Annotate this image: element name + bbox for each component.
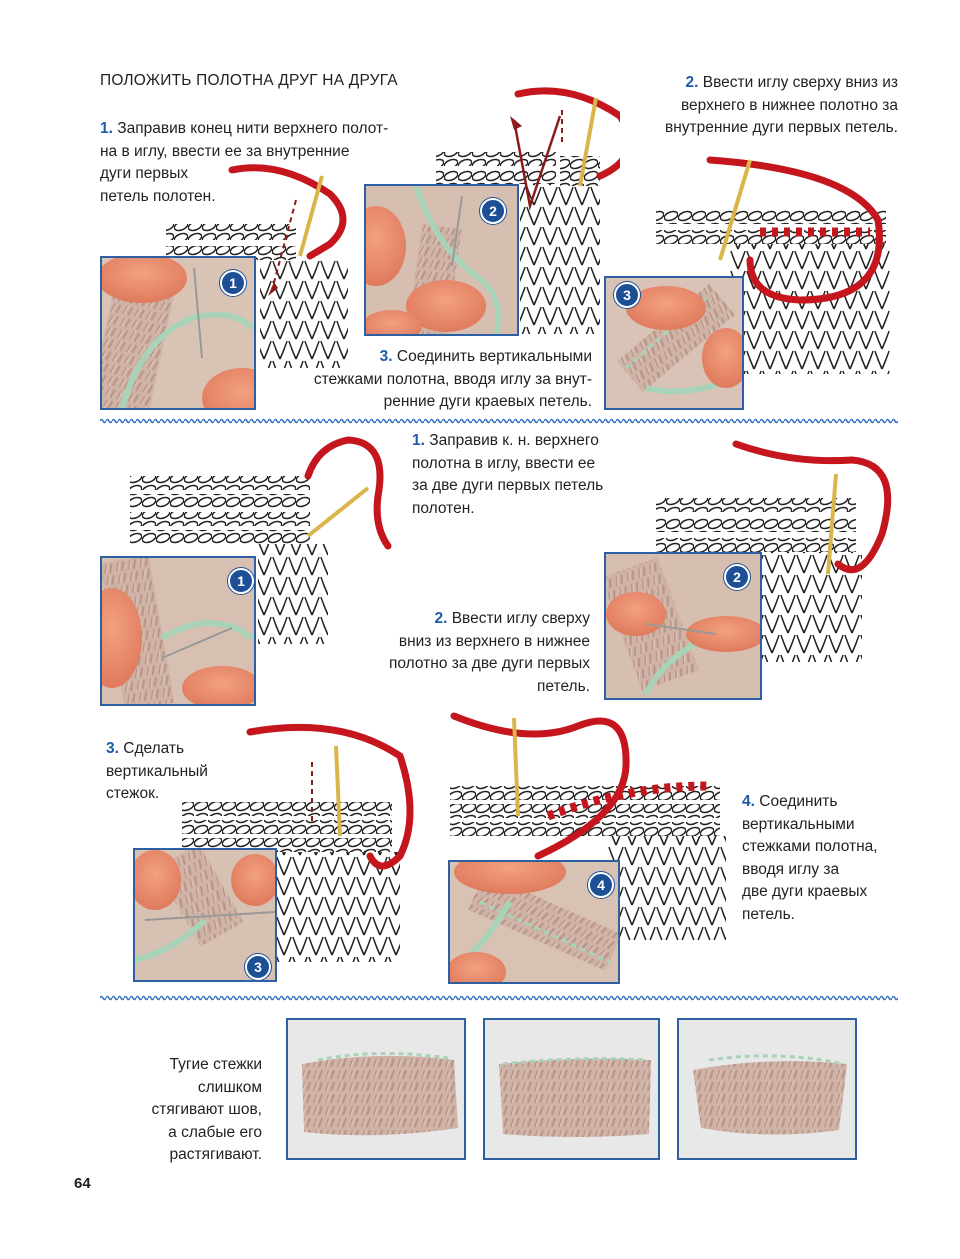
s2-step2-text: 2. Ввести иглу сверху вниз из верхнего в… [360, 608, 590, 698]
step-badge: 4 [588, 872, 614, 898]
knit-diagram-e [656, 440, 892, 662]
step-badge: 1 [228, 568, 254, 594]
knit-diagram-d [130, 436, 392, 644]
photo-s1-step1: 1 [100, 256, 256, 410]
s2-step3-text: 3. Сделать вертикальный стежок. [106, 738, 246, 806]
text-line: Заправив конец нити верхнего полот- [117, 120, 389, 137]
step-badge: 1 [220, 270, 246, 296]
sample-photo-loose [677, 1018, 857, 1160]
text-line: верхнего в нижнее полотно за [680, 96, 898, 114]
text-line: петель полотен. [100, 187, 216, 205]
text-line: на в иглу, ввести ее за внутренние [100, 142, 350, 160]
step-number: 3. [106, 740, 119, 757]
text-line: вводя иглу за [742, 860, 840, 878]
text-line: Соединить [759, 793, 838, 810]
photo-s2-step4: 4 [448, 860, 620, 984]
text-line: Ввести иглу сверху вниз из [702, 74, 898, 91]
photo-s2-step1: 1 [100, 556, 256, 706]
text-line: вертикальными [742, 815, 855, 833]
text-line: стежками полотна, [742, 838, 878, 855]
knit-diagram-b [436, 87, 620, 334]
text-line: Соединить вертикальными [396, 348, 592, 365]
text-line: стежок. [106, 785, 160, 802]
step-number: 1. [412, 432, 425, 449]
photo-s1-step2: 2 [364, 184, 519, 336]
knit-diagram-g [450, 712, 726, 940]
tension-note: Тугие стежки слишком стягивают шов, а сл… [120, 1054, 262, 1167]
text-line: ренние дуги краевых петель. [383, 393, 592, 410]
text-line: вниз из верхнего в нижнее [398, 632, 590, 650]
step-badge: 2 [480, 198, 506, 224]
text-line: дуги первых [100, 165, 189, 182]
text-line: а слабые его [168, 1123, 262, 1141]
photo-s1-step3: 3 [604, 276, 744, 410]
photo-s2-step2: 2 [604, 552, 762, 700]
page-number: 64 [74, 1175, 91, 1192]
step-number: 1. [100, 120, 113, 137]
dotted-divider [100, 418, 898, 424]
text-line: две дуги краевых [742, 883, 868, 900]
s1-step1-text: 1. Заправив конец нити верхнего полот- н… [100, 118, 430, 208]
s1-step2-text: 2. Ввести иглу сверху вниз из верхнего в… [600, 72, 898, 140]
step-badge: 3 [245, 954, 271, 980]
step-number: 4. [742, 793, 755, 810]
photo-s2-step3: 3 [133, 848, 277, 982]
sample-photo-correct [483, 1018, 660, 1160]
text-line: полотно за две дуги первых [389, 655, 590, 672]
step-badge: 3 [614, 282, 640, 308]
s2-step1-text: 1. Заправив к. н. верхнего полотна в игл… [412, 430, 642, 520]
text-line: стежками полотна, вводя иглу за внут- [313, 370, 592, 388]
text-line: Тугие стежки [169, 1056, 262, 1073]
step-number: 2. [434, 610, 448, 627]
step-badge: 2 [724, 564, 750, 590]
sample-photo-tight [286, 1018, 466, 1160]
text-line: Сделать [123, 740, 185, 757]
text-line: Заправив к. н. верхнего [429, 432, 599, 449]
step-number: 2. [685, 74, 699, 91]
s1-step3-text: 3. Соединить вертикальными стежками поло… [290, 346, 592, 414]
text-line: петель. [742, 905, 795, 923]
knit-diagram-a [166, 164, 348, 368]
knit-diagram-f [182, 723, 414, 962]
text-line: Ввести иглу сверху [451, 610, 590, 627]
text-line: полотен. [412, 499, 475, 517]
step-number: 3. [379, 348, 393, 365]
text-line: внутренние дуги первых петель. [664, 119, 898, 136]
page-heading: ПОЛОЖИТЬ ПОЛОТНА ДРУГ НА ДРУГА [100, 72, 398, 89]
text-line: слишком [197, 1078, 262, 1096]
text-line: вертикальный [106, 762, 208, 780]
knit-diagram-c [656, 156, 890, 374]
s2-step4-text: 4. Соединить вертикальными стежками поло… [742, 791, 902, 926]
dotted-divider [100, 995, 898, 1001]
text-line: за две дуги первых петель [412, 477, 604, 494]
text-line: петель. [537, 677, 590, 695]
text-line: полотна в иглу, ввести ее [412, 454, 596, 472]
text-line: стягивают шов, [151, 1101, 262, 1118]
text-line: растягивают. [169, 1146, 262, 1163]
